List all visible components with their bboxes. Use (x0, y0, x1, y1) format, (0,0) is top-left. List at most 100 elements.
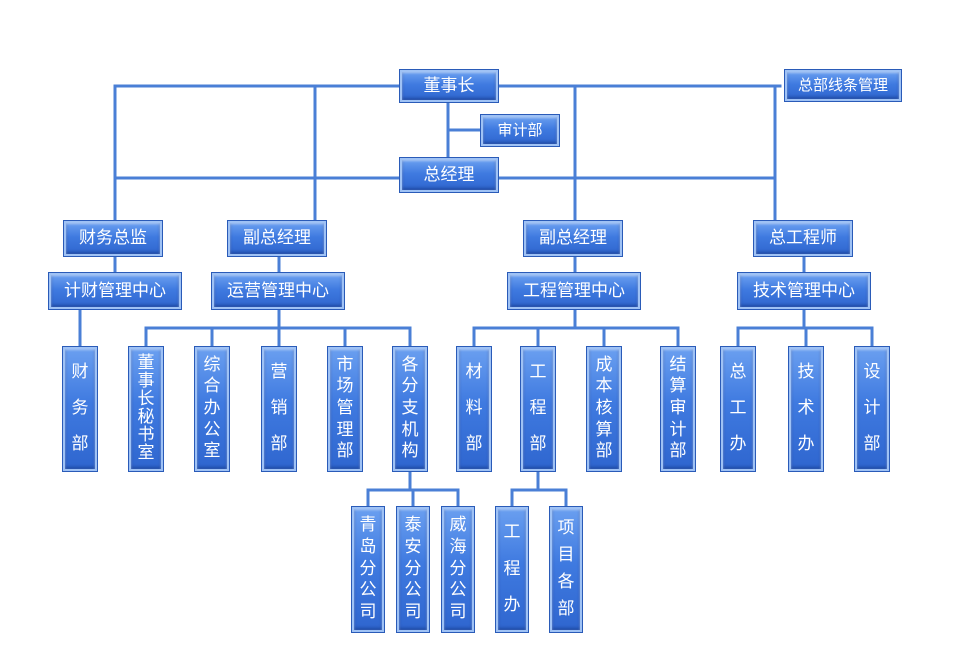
node-character: 分 (449, 558, 467, 579)
node-operations-center: 运营管理中心 (211, 272, 345, 310)
node-character: 工 (729, 398, 747, 419)
node-character: 成 (595, 354, 613, 375)
node-character: 核 (595, 398, 613, 419)
node-character: 计 (669, 419, 687, 440)
node-character: 部 (557, 599, 575, 620)
node-finance-center: 计财管理中心 (48, 272, 182, 310)
node-character: 算 (595, 419, 613, 440)
node-character: 分 (359, 558, 377, 579)
node-character: 综 (203, 354, 221, 375)
node-technology-office: 技术办 (788, 346, 824, 472)
node-market-management: 市场管理部 (327, 346, 363, 472)
node-character: 各 (557, 572, 575, 593)
node-character: 部 (529, 434, 547, 455)
node-finance-department: 财务部 (62, 346, 98, 472)
node-character: 泰 (404, 514, 422, 535)
node-character: 务 (71, 398, 89, 419)
node-engineering-department: 工程部 (520, 346, 556, 472)
node-character: 技 (797, 362, 815, 383)
node-chairman-secretary-office: 董事长秘书室 (128, 346, 164, 472)
node-character: 分 (401, 376, 419, 397)
node-cost-accounting-department: 成本核算部 (586, 346, 622, 472)
node-character: 算 (669, 376, 687, 397)
node-character: 司 (449, 602, 467, 623)
node-character: 销 (270, 398, 288, 419)
node-character: 料 (465, 398, 483, 419)
node-vice-gm-right: 副总经理 (523, 220, 623, 257)
node-character: 安 (404, 536, 422, 557)
node-character: 威 (449, 514, 467, 535)
node-character: 计 (863, 398, 881, 419)
node-character: 各 (401, 354, 419, 375)
node-character: 青 (359, 514, 377, 535)
node-technology-center: 技术管理中心 (737, 272, 871, 310)
node-character: 术 (797, 398, 815, 419)
node-character: 事 (137, 371, 155, 392)
node-character: 目 (557, 544, 575, 565)
node-design-department: 设计部 (854, 346, 890, 472)
node-character: 营 (270, 362, 288, 383)
node-cfo: 财务总监 (63, 220, 163, 257)
node-character: 部 (336, 441, 354, 462)
node-character: 部 (595, 441, 613, 462)
node-character: 程 (503, 558, 521, 579)
node-general-manager: 总经理 (399, 157, 499, 193)
node-character: 财 (71, 362, 89, 383)
node-character: 构 (401, 441, 419, 462)
node-character: 室 (203, 441, 221, 462)
node-character: 总 (729, 362, 747, 383)
node-character: 工 (503, 522, 521, 543)
node-character: 市 (336, 354, 354, 375)
node-character: 岛 (359, 536, 377, 557)
node-character: 场 (336, 376, 354, 397)
node-character: 室 (137, 443, 155, 464)
node-character: 结 (669, 354, 687, 375)
node-character: 审 (669, 398, 687, 419)
node-character: 部 (669, 441, 687, 462)
node-character: 部 (270, 434, 288, 455)
node-character: 董 (137, 353, 155, 374)
node-materials-department: 材料部 (456, 346, 492, 472)
node-character: 长 (137, 389, 155, 410)
node-branch-offices: 各分支机构 (392, 346, 428, 472)
node-character: 部 (71, 434, 89, 455)
node-qingdao-branch: 青岛分公司 (351, 506, 385, 633)
node-character: 办 (797, 434, 815, 455)
node-character: 理 (336, 419, 354, 440)
node-settlement-audit-department: 结算审计部 (660, 346, 696, 472)
node-character: 司 (359, 602, 377, 623)
node-character: 工 (529, 362, 547, 383)
node-character: 材 (465, 362, 483, 383)
node-engineering-center: 工程管理中心 (507, 272, 641, 310)
node-character: 公 (203, 419, 221, 440)
node-character: 公 (359, 580, 377, 601)
node-character: 公 (404, 580, 422, 601)
node-character: 支 (401, 398, 419, 419)
node-general-office: 综合办公室 (194, 346, 230, 472)
node-character: 部 (863, 434, 881, 455)
node-character: 书 (137, 425, 155, 446)
node-chairman: 董事长 (399, 69, 499, 103)
node-character: 程 (529, 398, 547, 419)
node-sales-department: 营销部 (261, 346, 297, 472)
node-hq-line-management: 总部线条管理 (784, 69, 902, 102)
node-engineering-office: 工程办 (495, 506, 529, 633)
node-character: 秘 (137, 407, 155, 428)
node-character: 部 (465, 434, 483, 455)
node-chief-engineer-office: 总工办 (720, 346, 756, 472)
node-character: 司 (404, 602, 422, 623)
node-character: 办 (203, 398, 221, 419)
node-character: 设 (863, 362, 881, 383)
node-character: 机 (401, 419, 419, 440)
node-character: 合 (203, 376, 221, 397)
node-chief-engineer: 总工程师 (753, 220, 853, 257)
node-weihai-branch: 威海分公司 (441, 506, 475, 633)
node-character: 办 (503, 594, 521, 615)
node-character: 项 (557, 517, 575, 538)
node-character: 分 (404, 558, 422, 579)
node-character: 管 (336, 398, 354, 419)
node-character: 办 (729, 434, 747, 455)
node-character: 本 (595, 376, 613, 397)
